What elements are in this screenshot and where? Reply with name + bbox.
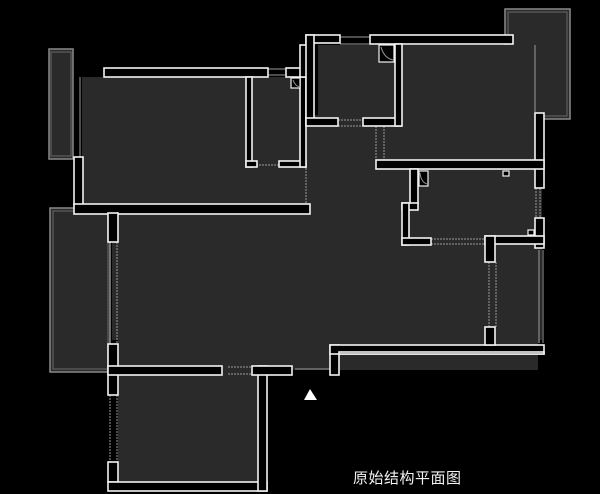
living-floor-2 — [112, 115, 542, 340]
balcony-right-floor — [492, 240, 540, 343]
balcony-left — [49, 207, 111, 373]
bedroom-bottom-floor — [118, 370, 258, 482]
plan-caption: 原始结构平面图 — [353, 469, 462, 487]
wall — [103, 67, 269, 78]
floors — [82, 45, 542, 482]
walls — [73, 34, 545, 492]
balcony-left-top — [48, 48, 74, 160]
entrance-marker-icon — [304, 389, 317, 400]
window-lines — [109, 119, 541, 462]
